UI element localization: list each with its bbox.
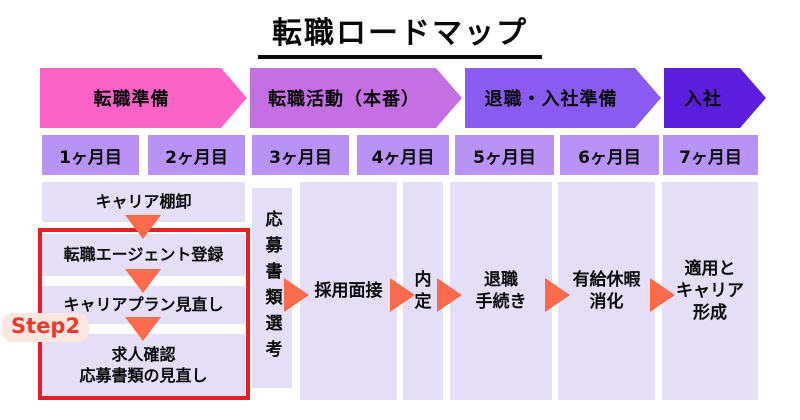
month-cell-4: 4ヶ月目	[357, 135, 449, 175]
screening-label: 応募書類選考	[261, 210, 282, 366]
month-cell-5: 5ヶ月目	[455, 135, 554, 175]
page-title: 転職ロードマップ	[258, 8, 542, 59]
phase-arrow-joining: 入社	[664, 68, 766, 128]
month-cell-7: 7ヶ月目	[663, 135, 758, 175]
month-cell-2: 2ヶ月目	[148, 135, 245, 175]
flow-step-paid-leave: 有給休暇 消化	[558, 182, 655, 400]
phase-arrow-job-hunting: 転職活動（本番）	[250, 68, 462, 128]
flow-step-job-offer: 内 定	[403, 182, 443, 400]
phase-label: 転職活動（本番）	[268, 89, 420, 110]
phase-label: 退職・入社準備	[484, 89, 618, 110]
flow-step-career-forming: 適用と キャリア 形成	[662, 182, 758, 400]
phase-arrow-resignation: 退職・入社準備	[465, 68, 661, 128]
phase-label: 転職準備	[93, 89, 170, 110]
flow-step-interview: 採用面接	[300, 182, 397, 400]
month-cell-3: 3ヶ月目	[252, 135, 349, 175]
flow-step-resignation: 退職 手続き	[450, 182, 552, 400]
phase-arrow-preparation: 転職準備	[40, 68, 247, 128]
phase-label: 入社	[684, 89, 722, 110]
step2-badge: Step2	[2, 313, 90, 343]
prep-step-job-check-documents: 求人確認 応募書類の見直し	[42, 334, 245, 398]
title-row: 転職ロードマップ	[0, 8, 800, 59]
month-cell-6: 6ヶ月目	[560, 135, 659, 175]
month-cell-1: 1ヶ月目	[42, 135, 139, 175]
